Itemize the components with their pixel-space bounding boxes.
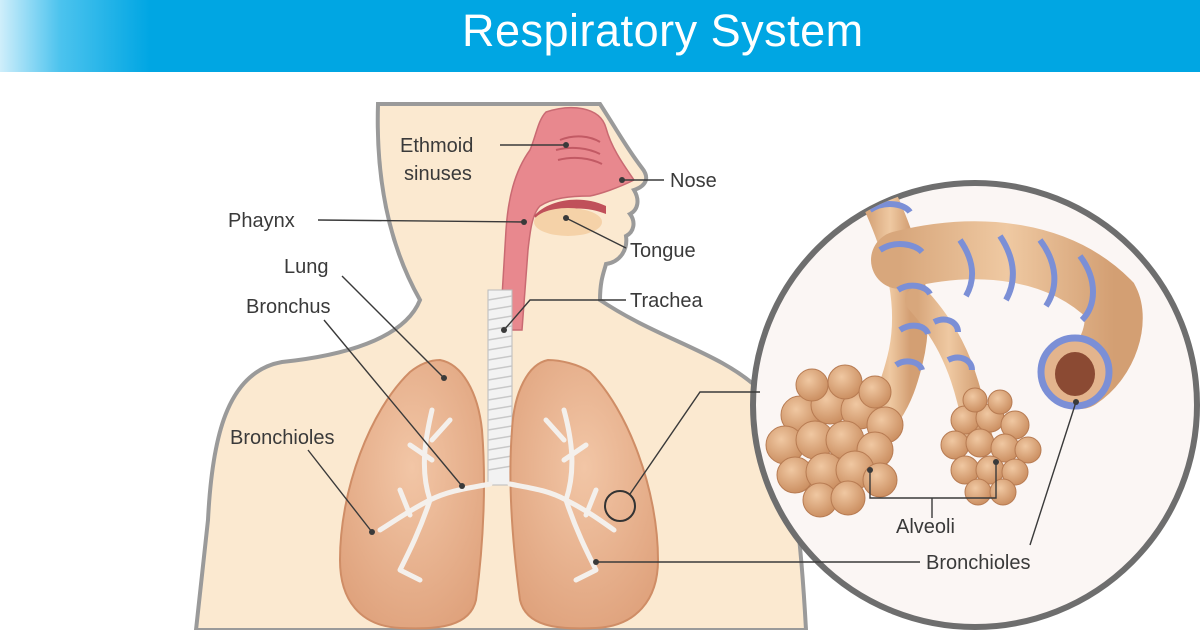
lung-leader: [341, 275, 445, 379]
alveoli-leader: [869, 462, 997, 518]
bronchioles-right-zoom-leader: [1029, 401, 1077, 546]
pharynx-leader: [317, 219, 525, 223]
alveoli-cluster-right: [940, 387, 1042, 506]
label-alveoli: Alveoli: [896, 516, 955, 538]
page-title: Respiratory System: [462, 5, 864, 56]
label-bronchioles-right: Bronchioles: [926, 552, 1031, 574]
label-bronchioles-left: Bronchioles: [230, 427, 335, 449]
left-lung: [338, 358, 485, 630]
zoom-source-circle: [604, 490, 636, 522]
zoom-content: [765, 183, 1143, 518]
alveoli-cluster-left: [765, 364, 904, 518]
label-trachea: Trachea: [630, 290, 704, 312]
label-ethmoid-line1: Ethmoid: [400, 135, 473, 157]
label-nose: Nose: [670, 170, 717, 192]
label-bronchus: Bronchus: [246, 296, 331, 318]
label-tongue: Tongue: [630, 240, 696, 262]
mouth-roof: [534, 199, 606, 222]
label-pharynx: Phaynx: [228, 210, 295, 232]
trachea-rings: [487, 295, 513, 471]
title-banner: Respiratory System: [0, 0, 1200, 72]
bronchial-tree: [377, 407, 617, 583]
zoom-connector-line: [629, 391, 760, 495]
bronchus-leader: [323, 319, 463, 487]
label-ethmoid-line2: sinuses: [404, 163, 472, 185]
tongue: [534, 208, 602, 236]
tongue-leader: [565, 217, 627, 249]
sinus-folds: [555, 135, 603, 165]
label-lung: Lung: [284, 256, 329, 278]
trachea-leader: [503, 299, 626, 331]
bronchioles-left-leader: [307, 449, 373, 533]
